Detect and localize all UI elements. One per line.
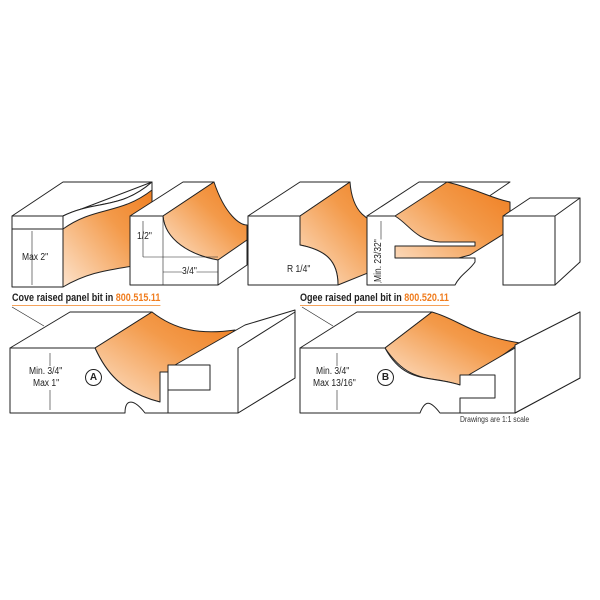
block-4 (366, 181, 581, 286)
ogee-product-code[interactable]: 800.520.11 (404, 292, 449, 304)
panel-b-block (299, 306, 581, 414)
marker-a: A (85, 369, 102, 386)
cove-heading-text: Cove raised panel bit in (12, 292, 114, 304)
ogee-heading: Ogee raised panel bit in 800.520.11 (300, 292, 449, 306)
cove-heading: Cove raised panel bit in 800.515.11 (12, 292, 161, 306)
cove-product-code[interactable]: 800.515.11 (115, 292, 161, 304)
max-2-label: Max 2" (22, 252, 49, 263)
block-2 (129, 181, 248, 286)
min-23-32-label: Min. 23/32" (373, 239, 385, 282)
ogee-heading-text: Ogee raised panel bit in (300, 292, 402, 304)
panel-a-block (9, 306, 296, 414)
panel-a-max-label: Max 1" (33, 378, 60, 390)
radius-label: R 1/4" (287, 264, 311, 275)
scale-note: Drawings are 1:1 scale (460, 415, 530, 424)
marker-b: B (377, 369, 394, 386)
panel-a-min-label: Min. 3/4" (29, 366, 63, 378)
three-quarter-label: 3/4" (182, 266, 197, 278)
half-inch-label: 1/2" (137, 231, 152, 242)
panel-b-min-label: Min. 3/4" (316, 366, 350, 378)
panel-b-max-label: Max 13/16" (313, 378, 356, 390)
